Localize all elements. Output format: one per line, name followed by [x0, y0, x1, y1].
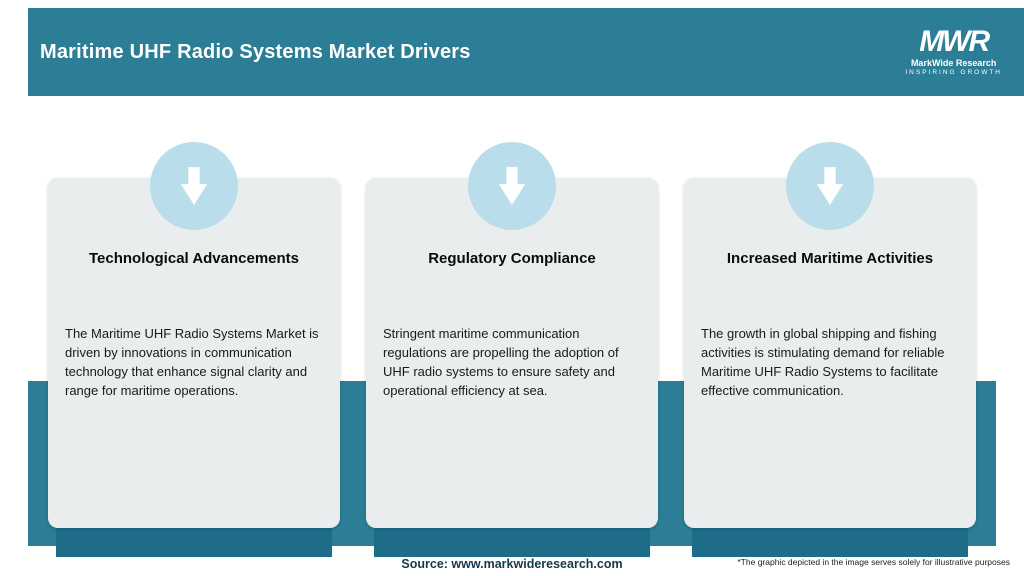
driver-card-regulatory-compliance: Regulatory Compliance Stringent maritime…: [366, 178, 658, 528]
card-title: Increased Maritime Activities: [726, 250, 934, 267]
logo-tagline: INSPIRING GROWTH: [905, 68, 1002, 76]
down-arrow-badge: [468, 142, 556, 230]
page-title: Maritime UHF Radio Systems Market Driver…: [40, 40, 471, 63]
down-arrow-icon: [816, 167, 844, 205]
down-arrow-badge: [150, 142, 238, 230]
card-title: Technological Advancements: [88, 250, 300, 267]
card-body: Stringent maritime communication regulat…: [383, 326, 619, 398]
logo-acronym: MWR: [919, 25, 990, 59]
disclaimer-text: *The graphic depicted in the image serve…: [737, 557, 1010, 567]
markwide-logo: MWR MarkWide Research INSPIRING GROWTH: [905, 27, 1008, 76]
card-title: Regulatory Compliance: [428, 250, 596, 267]
driver-card-increased-maritime-activities: Increased Maritime Activities The growth…: [684, 178, 976, 528]
logo-name: MarkWide Research: [910, 58, 997, 69]
down-arrow-icon: [180, 167, 208, 205]
card-body: The growth in global shipping and fishin…: [701, 326, 945, 398]
card-body: The Maritime UHF Radio Systems Market is…: [65, 326, 319, 398]
down-arrow-icon: [498, 167, 526, 205]
down-arrow-badge: [786, 142, 874, 230]
source-text: Source: www.markwideresearch.com: [401, 557, 623, 571]
header-bar: Maritime UHF Radio Systems Market Driver…: [28, 8, 1024, 96]
driver-card-technological-advancements: Technological Advancements The Maritime …: [48, 178, 340, 528]
